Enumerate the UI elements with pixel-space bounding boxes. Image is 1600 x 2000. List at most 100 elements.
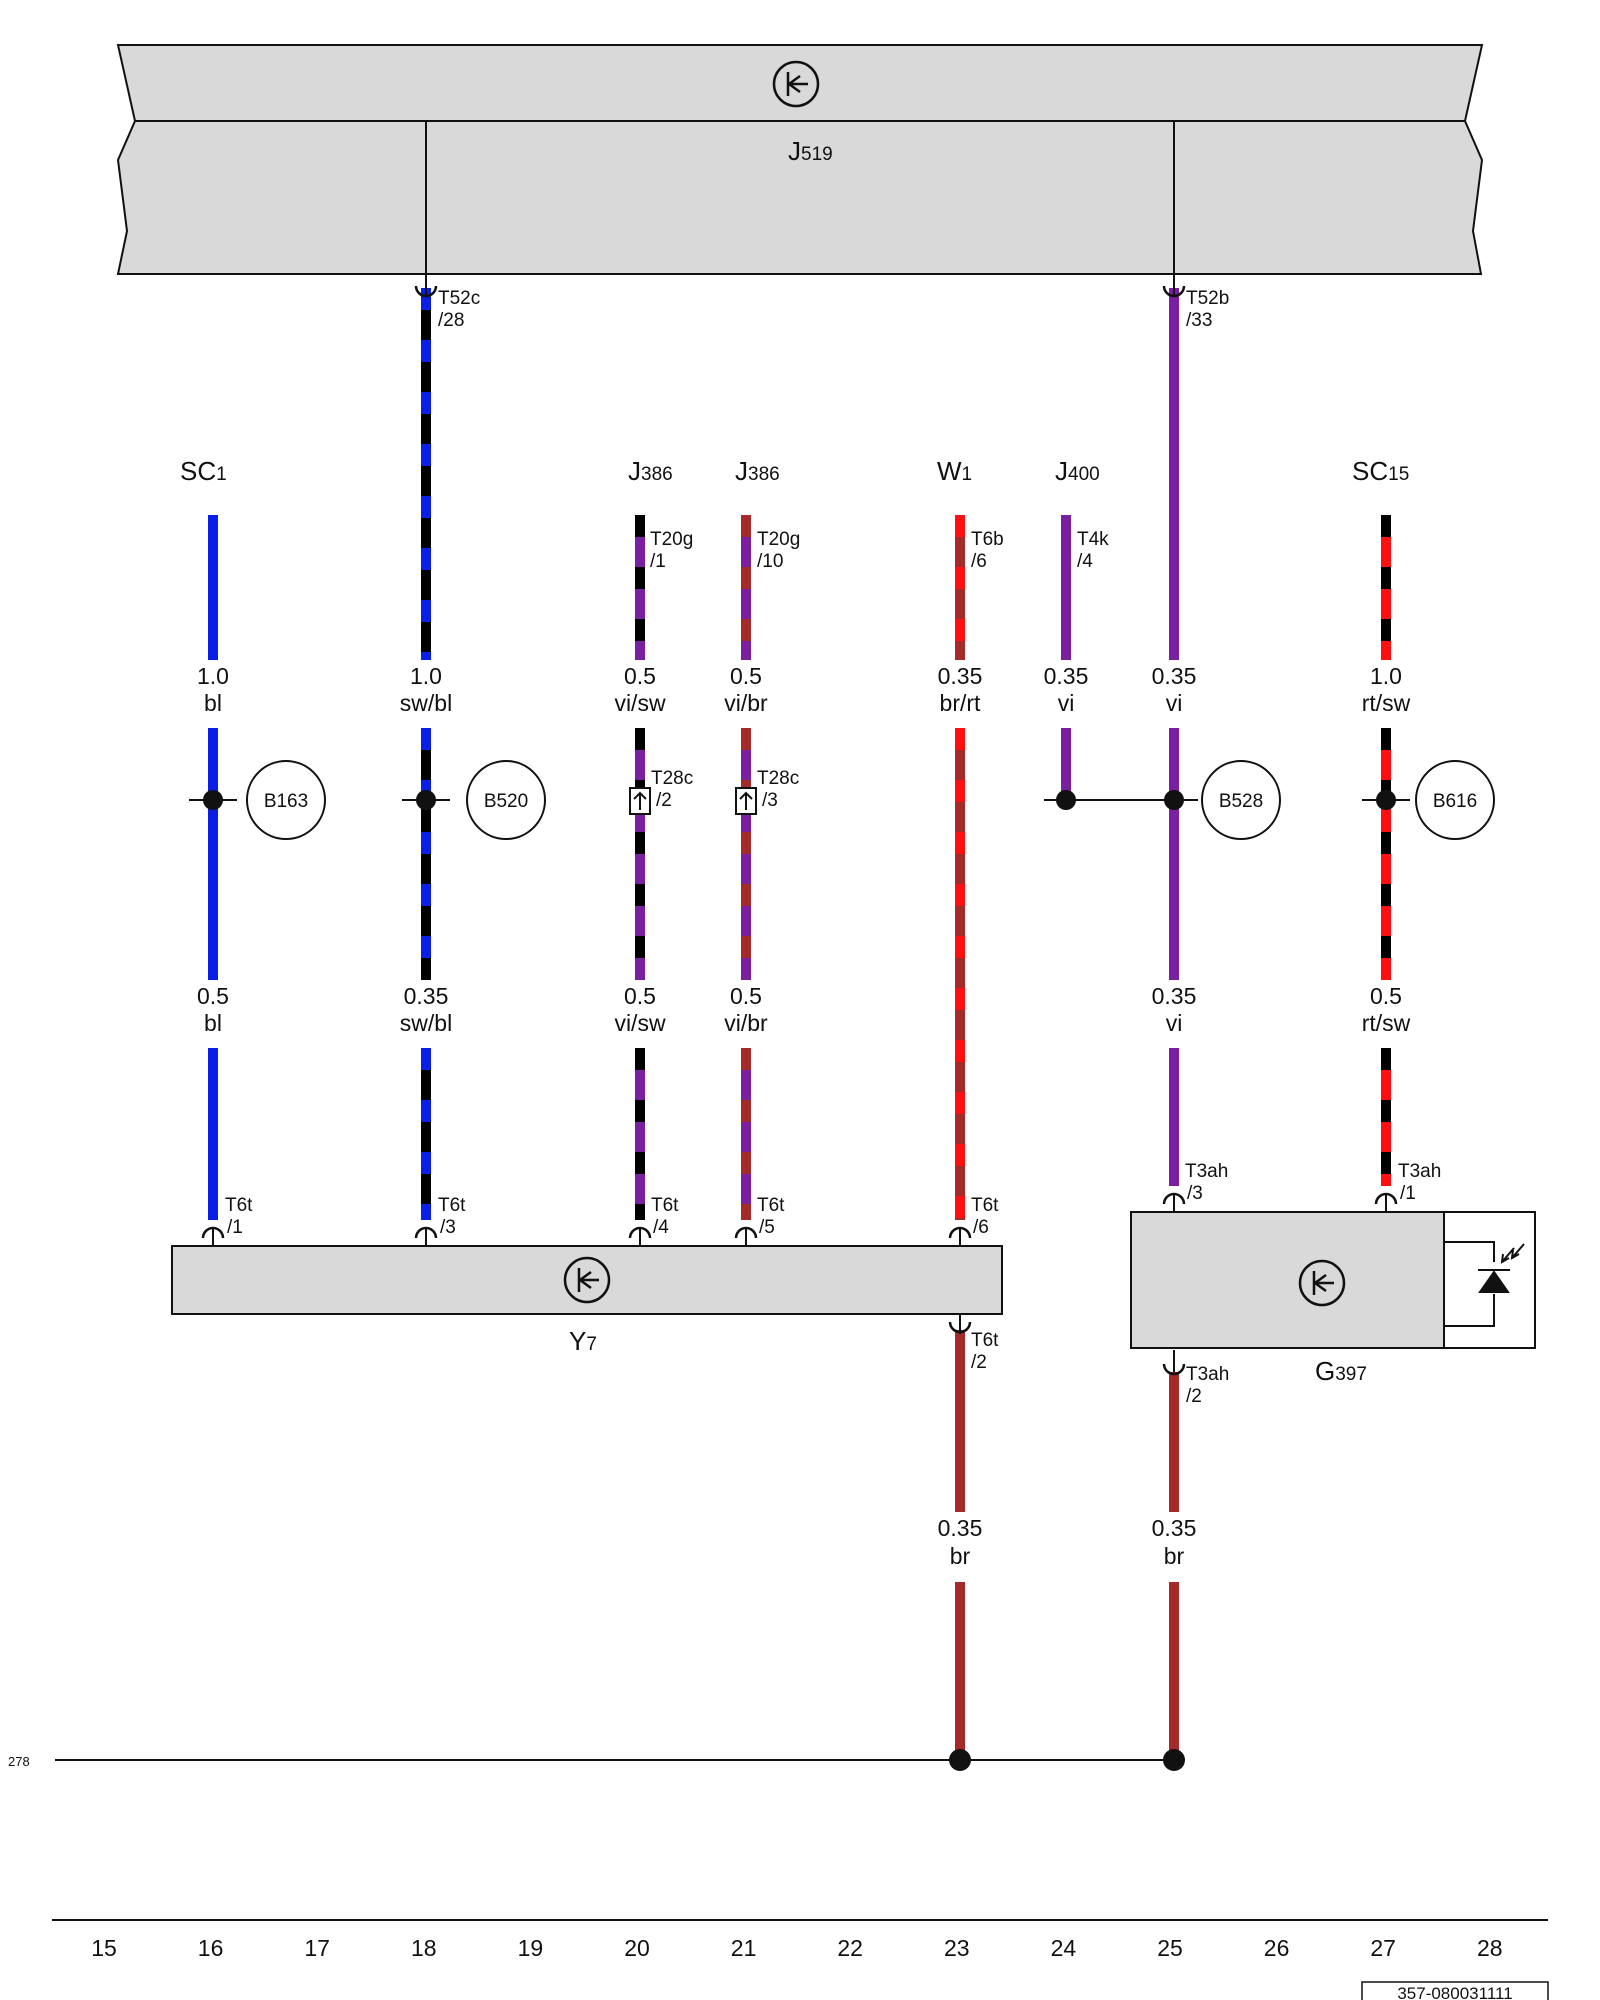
connector-t6t2: T6t/2 [971, 1330, 999, 1373]
connector-t52b: T52b/33 [1186, 288, 1229, 331]
wire-size: 0.5 [1370, 983, 1402, 1009]
wire-size: 1.0 [410, 663, 442, 689]
wire-size: 0.35 [1152, 663, 1197, 689]
photodiode-icon [1444, 1241, 1525, 1327]
svg-text:B616: B616 [1433, 791, 1477, 812]
connector-t6b: T6b/6 [971, 529, 1004, 572]
wire-color: vi/br [724, 1010, 768, 1036]
wire-color: vi [1058, 690, 1075, 716]
wire-color: br [950, 1543, 971, 1569]
control-unit-j519: J519 [116, 44, 1484, 275]
wire-color: vi/sw [614, 690, 666, 716]
connector-t3ah1: T3ah/1 [1398, 1161, 1441, 1204]
g397-label: G397 [1315, 1356, 1367, 1386]
wire-size: 0.5 [730, 983, 762, 1009]
wire-color: sw/bl [400, 1010, 452, 1036]
grid-number: 24 [1051, 1935, 1077, 1961]
grid-number: 28 [1477, 1935, 1503, 1961]
wire-color: br/rt [940, 690, 982, 716]
connector-t3ah3: T3ah/3 [1185, 1161, 1228, 1204]
doc-id: 357-080031111 [1397, 1984, 1512, 2000]
wire-color: rt/sw [1362, 1010, 1411, 1036]
ground-reference: 278 [8, 1754, 30, 1769]
j519-label: J519 [788, 136, 833, 166]
splice-b520: B520 [402, 760, 546, 840]
wire-size: 0.35 [404, 983, 449, 1009]
grid-number: 23 [944, 1935, 970, 1961]
source-j386-b: J386 [735, 456, 780, 486]
wire-size: 1.0 [197, 663, 229, 689]
wire-size: 0.35 [1152, 1515, 1197, 1541]
source-j400: J400 [1055, 456, 1100, 486]
connector-t6t5: T6t/5 [757, 1195, 785, 1238]
grid-number: 16 [198, 1935, 224, 1961]
wire-color: vi/sw [614, 1010, 666, 1036]
source-sc1: SC1 [180, 456, 227, 486]
wire-size: 1.0 [1370, 663, 1402, 689]
j519-body [116, 120, 1484, 275]
grid-number: 17 [304, 1935, 330, 1961]
grid-number: 22 [837, 1935, 863, 1961]
svg-text:B163: B163 [264, 791, 308, 812]
source-w1: W1 [937, 456, 972, 486]
wire-size: 0.35 [938, 1515, 983, 1541]
connector-labels: T52c/28 T52b/33 T20g/1 T20g/10 T6b/6 T4k… [225, 288, 1441, 1407]
connector-t6t4: T6t/4 [651, 1195, 679, 1238]
inline-connector-icon [629, 787, 651, 815]
grid-footer: 15 16 17 18 19 20 21 22 23 24 25 26 27 28 357-0800311… [52, 1919, 1549, 2000]
wires [208, 288, 1391, 1760]
pin-stems [212, 274, 1387, 1372]
grid-number: 20 [624, 1935, 650, 1961]
connector-t28c3: T28c/3 [757, 768, 799, 811]
connector-t3ah2: T3ah/2 [1186, 1364, 1229, 1407]
electronic-symbol-icon [1298, 1259, 1346, 1307]
wire-size: 0.5 [197, 983, 229, 1009]
wire-color: vi/br [724, 690, 768, 716]
wire-size: 0.5 [624, 983, 656, 1009]
wire-color: sw/bl [400, 690, 452, 716]
wire-labels: 1.0 bl 1.0 sw/bl 0.5 vi/sw 0.5 vi/br 0.3… [197, 663, 1411, 1569]
wire-color: rt/sw [1362, 690, 1411, 716]
grid-number: 27 [1370, 1935, 1396, 1961]
ground-bus: 278 [8, 1749, 1185, 1771]
connector-t20g1: T20g/1 [650, 529, 693, 572]
wire-color: vi [1166, 1010, 1183, 1036]
wire-size: 0.5 [624, 663, 656, 689]
electronic-symbol-icon [563, 1256, 611, 1304]
connector-t6t3: T6t/3 [438, 1195, 466, 1238]
inline-connectors [629, 787, 757, 815]
wire-size: 0.5 [730, 663, 762, 689]
wire-color: bl [204, 1010, 222, 1036]
source-j386-a: J386 [628, 456, 673, 486]
splice-b528: B528 [1044, 760, 1281, 840]
grid-number: 26 [1264, 1935, 1290, 1961]
wire-size: 0.35 [938, 663, 983, 689]
connector-t52c: T52c/28 [438, 288, 480, 331]
wire-size: 0.35 [1044, 663, 1089, 689]
component-y7: Y7 [171, 1245, 1003, 1356]
doc-id-box [1361, 1981, 1549, 2000]
wire-color: br [1164, 1543, 1185, 1569]
y7-label: Y7 [569, 1326, 597, 1356]
wire-size: 0.35 [1152, 983, 1197, 1009]
pin-t3ah2 [1162, 1363, 1186, 1376]
wire-color: vi [1166, 690, 1183, 716]
grid-number: 19 [518, 1935, 544, 1961]
inline-connector-icon [735, 787, 757, 815]
grid-number: 15 [91, 1935, 117, 1961]
grid-number: 25 [1157, 1935, 1183, 1961]
grid-number: 18 [411, 1935, 437, 1961]
svg-text:B520: B520 [484, 791, 528, 812]
connector-t4k: T4k/4 [1077, 529, 1109, 572]
source-labels: SC1 J386 J386 W1 J400 SC15 [180, 456, 1409, 486]
grid-numbers: 15 16 17 18 19 20 21 22 23 24 25 26 27 28 [91, 1935, 1502, 1961]
connector-t6t6: T6t/6 [971, 1195, 999, 1238]
grid-number: 21 [731, 1935, 757, 1961]
component-g397: G397 [1130, 1211, 1536, 1386]
wire-color: bl [204, 690, 222, 716]
source-sc15: SC15 [1352, 456, 1409, 486]
connector-t28c2: T28c/2 [651, 768, 693, 811]
connector-pins [201, 285, 1398, 1376]
connector-t6t1: T6t/1 [225, 1195, 253, 1238]
